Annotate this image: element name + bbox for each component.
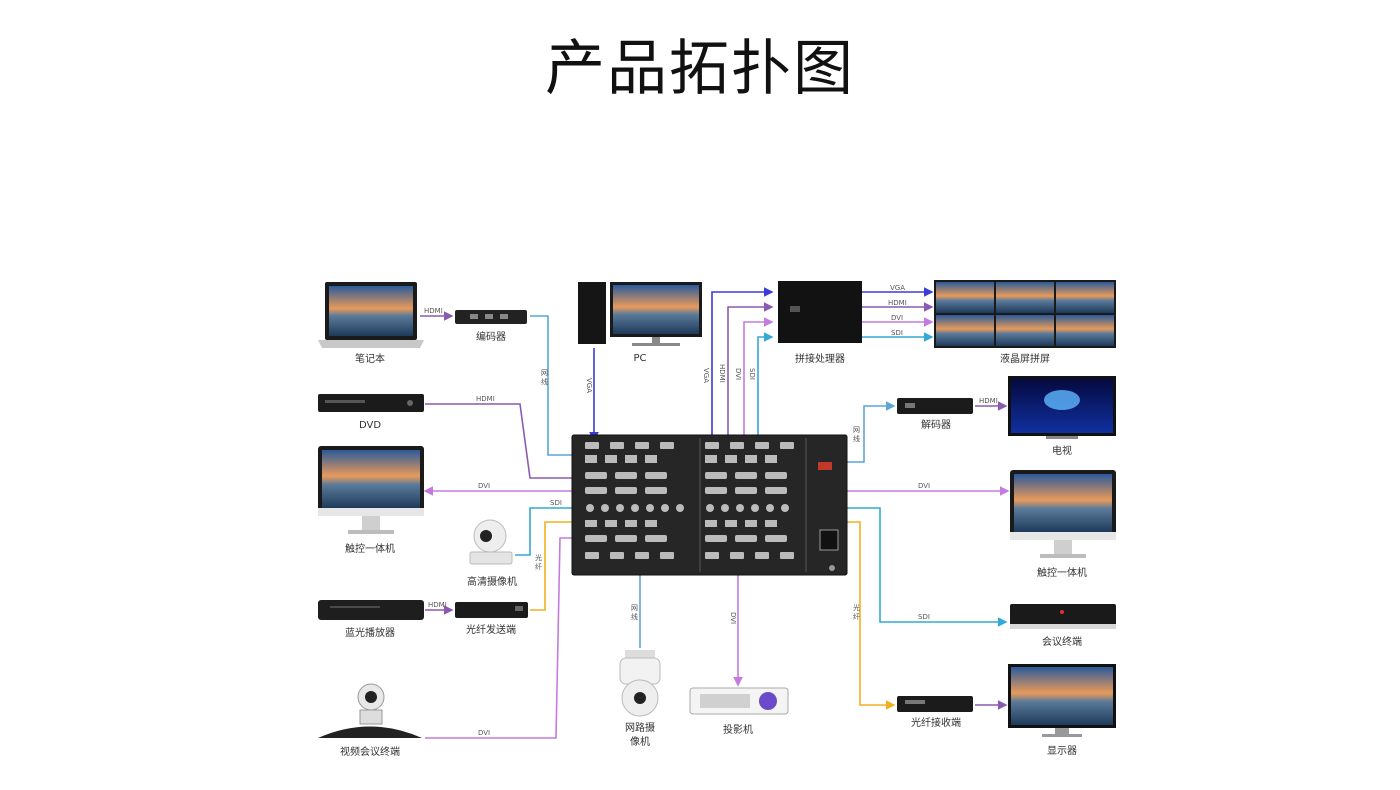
signal-label: DVI (478, 729, 490, 737)
signal-label: 网 (853, 426, 860, 434)
signal-label: SDI (748, 368, 756, 380)
conf-terminal-label: 会议终端 (1042, 635, 1082, 648)
hd-camera-icon (469, 519, 513, 565)
lcd-wall-label: 液晶屏拼屏 (1000, 352, 1050, 365)
signal-label: 纤 (535, 562, 542, 571)
signal-label: 线 (541, 377, 548, 386)
signal-label: DVI (478, 482, 490, 490)
fiber-rx-label: 光纤接收端 (911, 716, 961, 729)
projector-label: 投影机 (723, 723, 753, 736)
encoder-label: 编码器 (476, 330, 506, 343)
signal-label: 光 (535, 553, 542, 562)
lcd-wall-icon (934, 280, 1116, 348)
signal-label: 网 (541, 369, 548, 377)
matrix-splicer-vga-line (711, 287, 774, 440)
signal-label: VGA (585, 378, 593, 393)
matrix-switcher (571, 434, 848, 576)
signal-label: HDMI (718, 364, 726, 383)
camera-matrix-sdi-line (515, 503, 592, 556)
encoder-matrix-network-line (530, 315, 592, 460)
signal-label: DVI (734, 368, 742, 380)
signal-label: HDMI (979, 397, 998, 405)
matrix-splicer-dvi-line (743, 317, 774, 440)
pc-icon (578, 282, 702, 346)
signal-label: DVI (891, 314, 903, 322)
tv-label: 电视 (1052, 444, 1072, 457)
projector-icon (689, 687, 789, 715)
bluray-icon (318, 600, 424, 620)
encoder-icon (455, 310, 527, 324)
signal-label: VGA (702, 368, 710, 383)
decoder-icon (897, 398, 973, 414)
aio-right-icon (1010, 470, 1116, 558)
conf-terminal-icon (1010, 604, 1116, 629)
signal-label: 线 (853, 434, 860, 443)
monitor-icon (1008, 664, 1116, 737)
signal-labels: HDMI 网 线 VGA HDMI DVI SDI 光 纤 HDMI DVI 网… (424, 284, 998, 737)
signal-label: SDI (891, 329, 903, 337)
monitor-label: 显示器 (1047, 745, 1077, 757)
signal-label: DVI (918, 482, 930, 490)
matrix-decoder-network-line (846, 401, 896, 463)
signal-label: 线 (631, 612, 638, 621)
vc-matrix-dvi-line (425, 533, 592, 739)
ip-camera-label-line1: 网路摄 (625, 721, 655, 734)
fiber-tx-icon (455, 602, 528, 618)
matrix-splicer-hdmi-line (727, 302, 774, 440)
vc-terminal-label: 视频会议终端 (340, 745, 400, 758)
ip-camera-label-line2: 像机 (630, 735, 650, 748)
signal-label: 纤 (853, 612, 860, 621)
fibertx-matrix-fiber-line (530, 517, 592, 611)
signal-label: HDMI (428, 601, 447, 609)
hd-camera-label: 高清摄像机 (467, 575, 517, 588)
signal-label: 光 (853, 603, 860, 612)
pc-label: PC (633, 353, 646, 364)
vc-terminal-icon (318, 683, 422, 738)
dvd-matrix-hdmi-line (425, 403, 592, 483)
tv-icon (1008, 376, 1116, 439)
signal-label: HDMI (424, 307, 443, 315)
aio-right-label: 触控一体机 (1037, 566, 1087, 579)
signal-label: SDI (918, 613, 930, 621)
aio-left-icon (318, 446, 424, 534)
signal-label: HDMI (888, 299, 907, 307)
ip-camera-icon (619, 650, 661, 717)
signal-label: DVI (729, 612, 737, 624)
signal-label: SDI (550, 499, 562, 507)
page-title: 产品拓扑图 (545, 34, 855, 104)
laptop-icon (318, 282, 424, 348)
decoder-label: 解码器 (921, 418, 951, 431)
signal-label: 网 (631, 604, 638, 612)
splicer-label: 拼接处理器 (795, 352, 845, 365)
fiber-tx-label: 光纤发送端 (466, 623, 516, 636)
aio-left-label: 触控一体机 (345, 542, 395, 555)
splicer-icon (778, 281, 862, 343)
bluray-label: 蓝光播放器 (345, 626, 395, 639)
signal-label: HDMI (476, 395, 495, 403)
signal-label: VGA (890, 284, 905, 292)
dvd-label: DVD (359, 420, 381, 431)
fiber-rx-icon (897, 696, 973, 712)
dvd-icon (318, 394, 424, 412)
laptop-label: 笔记本 (355, 352, 385, 365)
